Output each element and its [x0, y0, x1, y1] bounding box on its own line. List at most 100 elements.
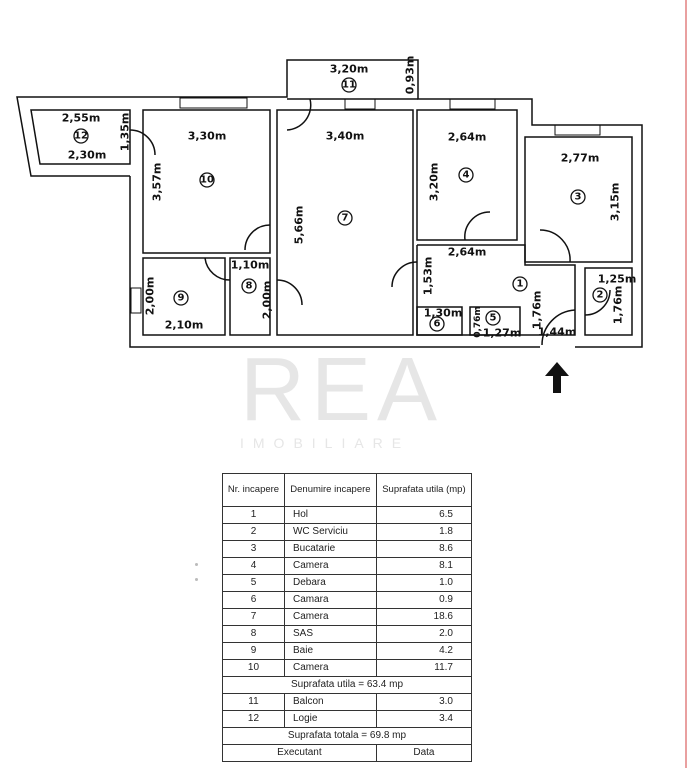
- room-area-cell: 2.0: [375, 625, 473, 643]
- dimension-label: 3,57m: [151, 163, 164, 202]
- page-border-line: [685, 0, 687, 768]
- header-area: Suprafata utila (mp): [375, 473, 473, 507]
- room-area-cell: 11.7: [375, 659, 473, 677]
- room-number-cell: 7: [222, 608, 285, 626]
- floor-plan: REA IMOBILIARE: [16, 56, 643, 451]
- room-number-2: 2: [597, 290, 604, 301]
- room-area-cell: 1.8: [375, 523, 473, 541]
- room-name-cell: Baie: [283, 642, 377, 660]
- room-number-cell: 3: [222, 540, 285, 558]
- footer-row: Executant Data: [222, 744, 473, 762]
- dimension-label: 1,10m: [231, 259, 270, 272]
- room-name-cell: Camera: [283, 659, 377, 677]
- room-name-cell: Camera: [283, 557, 377, 575]
- room-name-cell: Balcon: [283, 693, 377, 711]
- room-area-cell: 8.6: [375, 540, 473, 558]
- dimension-label: 0,76m: [473, 306, 483, 338]
- watermark-subtitle: IMOBILIARE: [240, 435, 410, 451]
- table-header-row: Nr. incapere Denumire incapere Suprafata…: [222, 473, 473, 507]
- total-row: Suprafata totala = 69.8 mp: [222, 727, 472, 745]
- room-number-cell: 11: [222, 693, 285, 711]
- room-2: [584, 267, 633, 336]
- scan-mark: [195, 563, 198, 566]
- dimension-label: 2,64m: [448, 131, 487, 144]
- dimension-label: 1,25m: [598, 273, 637, 286]
- room-area-cell: 0.9: [375, 591, 473, 609]
- subtotal-text: Suprafata utila = 63.4 mp: [222, 676, 472, 694]
- dimension-label: 3,20m: [428, 163, 441, 202]
- room-name-cell: Logie: [283, 710, 377, 728]
- room-number-cell: 5: [222, 574, 285, 592]
- room-3: [524, 136, 633, 263]
- room-name-cell: Hol: [283, 506, 377, 524]
- dimension-label: 3,20m: [330, 63, 369, 76]
- room-name-cell: WC Serviciu: [283, 523, 377, 541]
- room-area-cell: 1.0: [375, 574, 473, 592]
- room-number-4: 4: [463, 170, 470, 181]
- room-area-cell: 3.4: [375, 710, 473, 728]
- executant-label: Executant: [222, 744, 377, 762]
- room-name-cell: Camara: [283, 591, 377, 609]
- room-7: [276, 109, 414, 336]
- dimension-label: 5,66m: [293, 206, 306, 245]
- dimension-label: 2,77m: [561, 152, 600, 165]
- room-8: [229, 257, 271, 336]
- room-9: [142, 257, 226, 336]
- room-4: [416, 109, 518, 241]
- room-name-cell: SAS: [283, 625, 377, 643]
- dimension-label: 2,64m: [448, 246, 487, 259]
- room-area-cell: 4.2: [375, 642, 473, 660]
- room-number-10: 10: [200, 175, 214, 186]
- watermark-logo: REA: [240, 340, 443, 440]
- header-nr: Nr. incapere: [222, 473, 285, 507]
- dimension-label: 3,15m: [609, 183, 622, 222]
- room-number-cell: 8: [222, 625, 285, 643]
- room-number-cell: 4: [222, 557, 285, 575]
- subtotal-row: Suprafata utila = 63.4 mp: [222, 676, 472, 694]
- room-area-cell: 6.5: [375, 506, 473, 524]
- room-number-3: 3: [575, 192, 582, 203]
- dimension-label: 1,76m: [531, 291, 544, 330]
- dimension-label: 3,40m: [326, 130, 365, 143]
- room-number-cell: 9: [222, 642, 285, 660]
- walls: [16, 59, 643, 348]
- area-table: Nr. incapere Denumire incapere Suprafata…: [222, 473, 473, 762]
- room-number-cell: 6: [222, 591, 285, 609]
- room-10: [142, 109, 271, 254]
- room-name-cell: Bucatarie: [283, 540, 377, 558]
- total-text: Suprafata totala = 69.8 mp: [222, 727, 472, 745]
- room-name-cell: Camera: [283, 608, 377, 626]
- dimension-label: 1,76m: [612, 286, 625, 325]
- room-area-cell: 8.1: [375, 557, 473, 575]
- header-name: Denumire incapere: [283, 473, 377, 507]
- room-area-cell: 18.6: [375, 608, 473, 626]
- room-5: [469, 306, 521, 336]
- room-number-8: 8: [246, 281, 253, 292]
- dimension-label: 2,00m: [261, 281, 274, 320]
- dimension-label: 2,10m: [165, 319, 204, 332]
- dimension-label: 2,55m: [62, 112, 101, 125]
- room-number-5: 5: [490, 313, 497, 324]
- room-number-1: 1: [517, 279, 524, 290]
- room-number-9: 9: [178, 293, 185, 304]
- entrance-arrow-icon: [545, 362, 569, 393]
- room-number-cell: 10: [222, 659, 285, 677]
- room-number-12: 12: [74, 131, 88, 142]
- room-name-cell: Debara: [283, 574, 377, 592]
- room-number-cell: 2: [222, 523, 285, 541]
- room-number-cell: 12: [222, 710, 285, 728]
- dimension-label: 1,53m: [422, 257, 435, 296]
- room-number-6: 6: [434, 319, 441, 330]
- room-number-7: 7: [342, 213, 349, 224]
- dimension-label: 2,00m: [144, 277, 157, 316]
